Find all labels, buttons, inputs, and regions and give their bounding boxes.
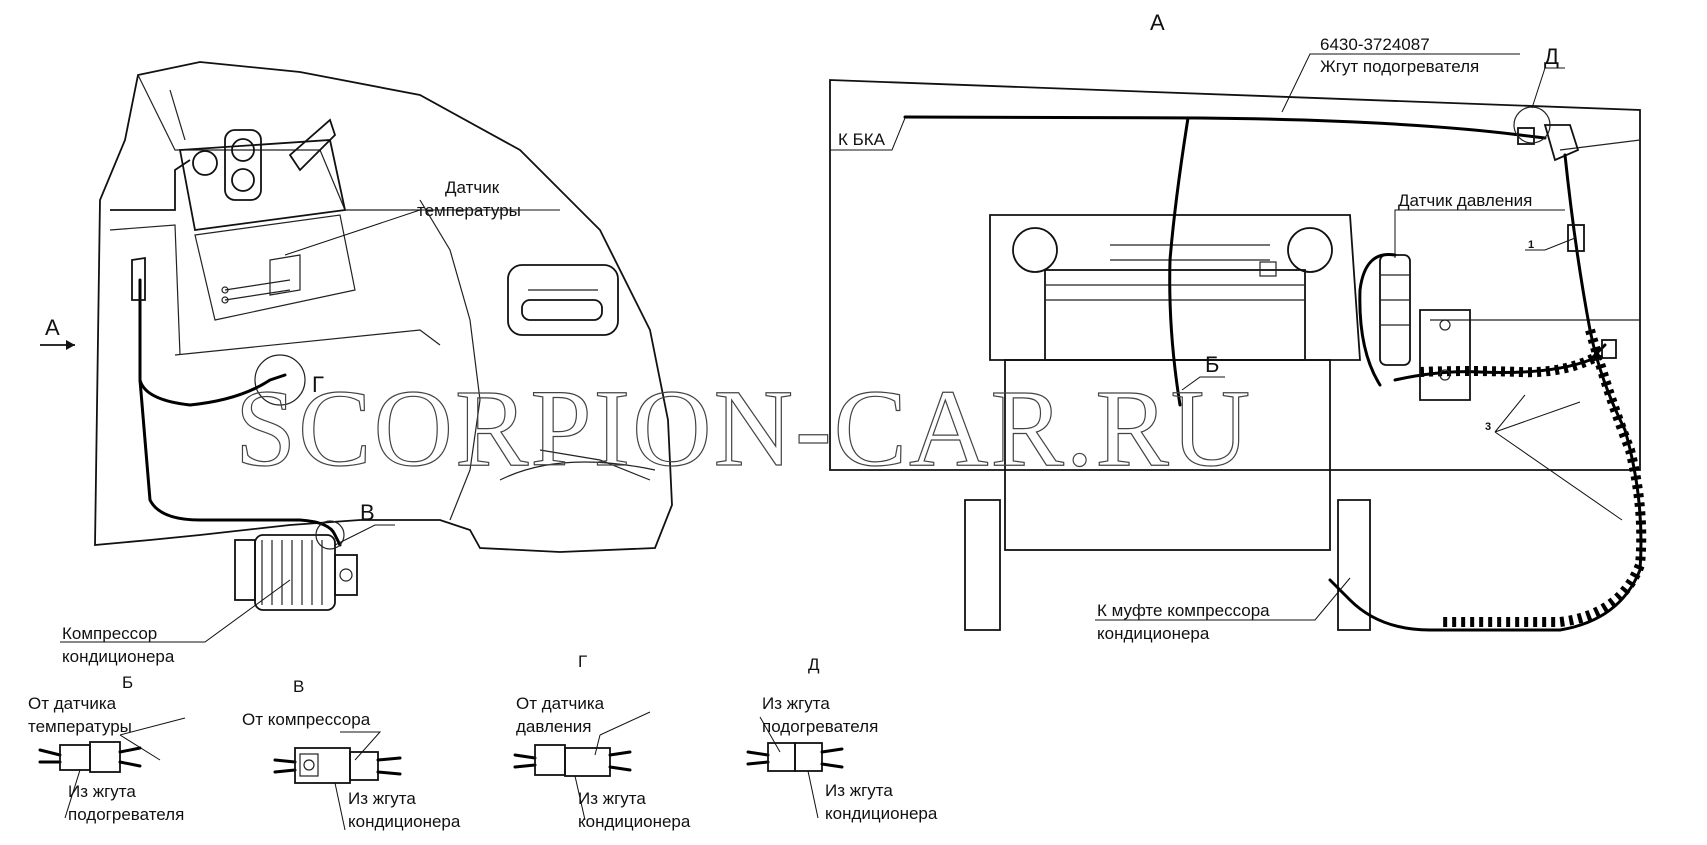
part-number-label: 6430-3724087 (1320, 35, 1430, 54)
heater-harness-cable (903, 115, 1547, 140)
detail-v-marker: В (360, 500, 375, 525)
detail-b-marker: Б (1205, 352, 1219, 377)
watermark: SCORPION-CAR.RU (235, 367, 1252, 489)
front-panel-outline (829, 79, 1641, 471)
clutch-label-2: кондиционера (1097, 624, 1210, 643)
detail-b-to-2: подогревателя (68, 805, 184, 824)
lower-box (1004, 359, 1331, 551)
detail-b: Б От датчика температуры Из жгута подогр… (28, 673, 186, 824)
position-1-label: 1 (1528, 239, 1534, 251)
detail-v: В От компрессора Из жгута кондиционера (242, 677, 461, 831)
temp-sensor-label-1: Датчик (445, 178, 500, 197)
detail-d-from-2: подогревателя (762, 717, 878, 736)
detail-g-from-1: От датчика (516, 694, 605, 713)
radiator-frame (989, 214, 1361, 361)
detail-v-title: В (293, 677, 304, 696)
detail-g-to-1: Из жгута (578, 789, 646, 808)
detail-g-to-2: кондиционера (578, 812, 691, 831)
detail-v-to-2: кондиционера (348, 812, 461, 831)
detail-d-to-1: Из жгута (825, 781, 893, 800)
detail-d-marker: Д (1544, 44, 1559, 69)
view-a-arrow-label: А (45, 315, 60, 340)
detail-g-marker: Г (312, 372, 324, 397)
detail-d-to-2: кондиционера (825, 804, 938, 823)
compressor-unit (234, 520, 358, 611)
right-view-a: А (829, 10, 1647, 643)
detail-g-from-2: давления (516, 717, 591, 736)
pressure-sensor-label: Датчик давления (1398, 191, 1532, 210)
detail-g: Г От датчика давления Из жгута кондицион… (513, 652, 691, 831)
detail-b-to-1: Из жгута (68, 782, 136, 801)
heater-harness-label: Жгут подогревателя (1320, 57, 1479, 76)
compressor-label-1: Компрессор (62, 624, 157, 643)
detail-b-from-2: температуры (28, 717, 132, 736)
left-view: А Датчик температуры Г В Компрессор конд… (40, 61, 673, 666)
detail-v-from-1: От компрессора (242, 710, 371, 729)
detail-b-from-1: От датчика (28, 694, 117, 713)
pressure-sensor (1358, 252, 1471, 401)
detail-d-from-1: Из жгута (762, 694, 830, 713)
detail-v-to-1: Из жгута (348, 789, 416, 808)
detail-b-title: Б (122, 673, 133, 692)
temp-sensor-cable (138, 278, 287, 407)
temp-sensor-label-2: температуры (417, 201, 521, 220)
detail-d: Д Из жгута подогревателя Из жгута кондиц… (746, 655, 938, 823)
clutch-label-1: К муфте компрессора (1097, 601, 1270, 620)
position-3-label: 3 (1485, 421, 1491, 433)
to-bka-label: К БКА (838, 130, 886, 149)
detail-g-title: Г (578, 652, 587, 671)
detail-d-title: Д (808, 655, 820, 674)
compressor-label-2: кондиционера (62, 647, 175, 666)
view-a-title: А (1150, 10, 1165, 35)
